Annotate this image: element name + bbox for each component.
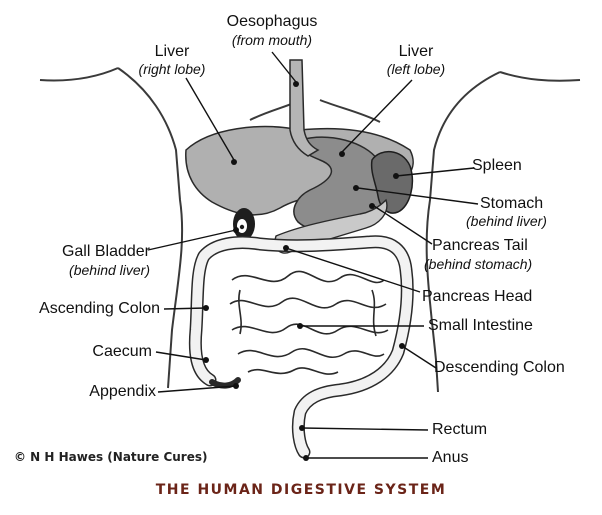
label-stomach: Stomach bbox=[480, 195, 544, 212]
spleen-shape bbox=[370, 151, 414, 214]
note-liver-left: (left lobe) bbox=[386, 61, 446, 77]
small-intestine-coils bbox=[229, 270, 389, 375]
label-descending-colon: Descending Colon bbox=[434, 359, 565, 376]
note-stomach: (behind liver) bbox=[466, 213, 547, 229]
gall-bladder-shape bbox=[233, 208, 255, 240]
label-rectum: Rectum bbox=[432, 421, 488, 438]
note-gall-bladder-text: behind liver bbox=[73, 262, 146, 278]
note-gall-bladder: (behind liver) bbox=[69, 262, 150, 278]
torso-outline bbox=[39, 67, 581, 393]
note-pancreas-tail-text: behind stomach bbox=[428, 256, 528, 272]
label-caecum: Caecum bbox=[92, 343, 152, 360]
label-oesophagus: Oesophagus bbox=[226, 13, 318, 30]
appendix-shape bbox=[209, 377, 241, 389]
note-liver-right-text: right lobe bbox=[143, 61, 201, 77]
note-oesophagus: (from mouth) bbox=[231, 32, 313, 48]
label-pancreas-tail: Pancreas Tail bbox=[432, 237, 528, 254]
note-stomach-text: behind liver bbox=[470, 213, 543, 229]
note-liver-right: (right lobe) bbox=[138, 61, 206, 77]
label-small-intestine: Small Intestine bbox=[428, 317, 533, 334]
label-liver-left: Liver bbox=[398, 43, 434, 60]
label-spleen: Spleen bbox=[472, 157, 522, 174]
copyright-notice: © N H Hawes (Nature Cures) bbox=[14, 450, 208, 464]
label-ascending-colon: Ascending Colon bbox=[39, 300, 160, 317]
leader-lines bbox=[147, 51, 479, 459]
label-pancreas-head: Pancreas Head bbox=[422, 288, 533, 305]
note-liver-left-text: left lobe bbox=[391, 61, 441, 77]
label-appendix: Appendix bbox=[89, 383, 156, 400]
note-pancreas-tail: (behind stomach) bbox=[424, 256, 533, 272]
label-liver-right: Liver bbox=[154, 43, 190, 60]
label-gall-bladder: Gall Bladder bbox=[61, 243, 150, 260]
diagram-caption: THE HUMAN DIGESTIVE SYSTEM bbox=[155, 482, 447, 498]
leader-dots bbox=[203, 81, 405, 461]
label-anus: Anus bbox=[432, 449, 469, 466]
large-intestine-fill bbox=[190, 236, 413, 457]
note-oesophagus-text: from mouth bbox=[236, 32, 308, 48]
